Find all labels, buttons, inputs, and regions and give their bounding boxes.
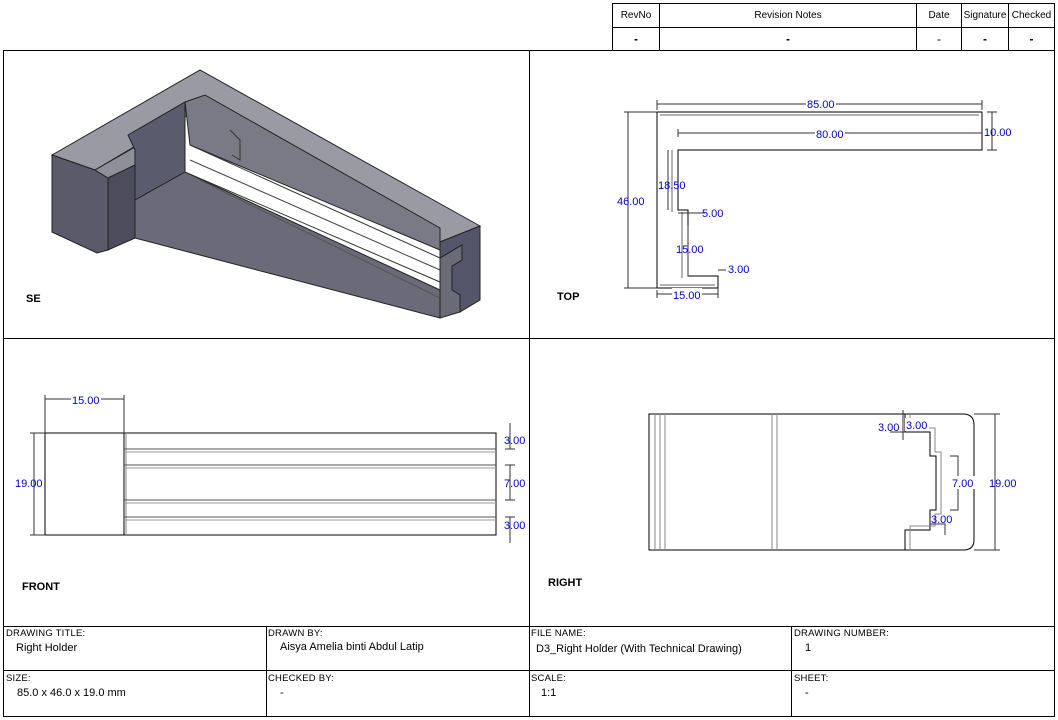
top-dim-10: 10.00: [984, 127, 1012, 139]
title-block-divider-2: [529, 626, 530, 717]
rev-value-notes: -: [660, 28, 917, 50]
rev-header-notes: Revision Notes: [660, 4, 917, 28]
top-dim-80: 80.00: [816, 129, 844, 141]
top-dim-15-horz: 15.00: [673, 290, 701, 302]
sheet-value: -: [805, 687, 809, 699]
front-dim-3-top: 3.00: [504, 435, 525, 447]
rev-header-signature: Signature: [962, 4, 1009, 28]
drawn-by: Aisya Amelia binti Abdul Latip: [280, 641, 424, 653]
front-dim-19: 19.00: [15, 478, 43, 490]
view-label-se: SE: [26, 293, 41, 305]
title-block-divider-3: [791, 626, 792, 717]
right-dim-3-top: 3.00: [906, 420, 927, 432]
top-dim-85: 85.00: [807, 99, 835, 111]
rev-header-revno: RevNo: [613, 4, 660, 28]
drawing-number-label: DRAWING NUMBER:: [794, 628, 890, 639]
file-name-label: FILE NAME:: [531, 628, 586, 639]
top-view-dimensions: 85.00 80.00 10.00 46.00 18.50 5.00 15.00…: [617, 97, 1012, 302]
drawn-by-label: DRAWN BY:: [268, 628, 323, 639]
front-view: [30, 395, 515, 543]
file-name: D3_Right Holder (With Technical Drawing): [536, 643, 742, 655]
right-dim-3-bottom: 3.00: [931, 514, 952, 526]
sheet-label: SHEET:: [794, 673, 829, 684]
view-label-top: TOP: [557, 291, 580, 303]
front-dim-15: 15.00: [72, 395, 100, 407]
view-label-right: RIGHT: [548, 577, 583, 589]
top-dim-5: 5.00: [702, 208, 723, 220]
rev-header-checked: Checked: [1009, 4, 1054, 28]
right-view: [648, 410, 1000, 551]
checked-by-label: CHECKED BY:: [268, 673, 335, 684]
scale-label: SCALE:: [531, 673, 566, 684]
title-block-divider-1: [266, 626, 267, 717]
size-label: SIZE:: [6, 673, 31, 684]
rev-header-date: Date: [917, 4, 962, 28]
checked-by: -: [280, 687, 284, 699]
rev-value-date: -: [917, 28, 962, 50]
front-dim-3-bottom: 3.00: [504, 520, 525, 532]
size-value: 85.0 x 46.0 x 19.0 mm: [17, 687, 126, 699]
right-dim-19: 19.00: [989, 478, 1017, 490]
rev-value-checked: -: [1029, 32, 1034, 46]
top-dim-18-5: 18.50: [658, 180, 686, 192]
view-label-front: FRONT: [22, 581, 60, 593]
top-view: [624, 100, 997, 298]
front-view-dimensions: 15.00 19.00 3.00 7.00 3.00: [15, 393, 525, 532]
top-dim-46: 46.00: [617, 196, 645, 208]
top-dim-15-vert: 15.00: [676, 244, 704, 256]
drawing-title-label: DRAWING TITLE:: [6, 628, 86, 639]
rev-value-revno: -: [613, 28, 660, 50]
scale-value: 1:1: [541, 687, 557, 699]
right-dim-7: 7.00: [952, 478, 973, 490]
drawing-title: Right Holder: [16, 642, 78, 654]
top-dim-3: 3.00: [728, 264, 749, 276]
view-divider-horizontal: [3, 338, 1055, 339]
front-dim-7: 7.00: [504, 478, 525, 490]
se-isometric-model: [50, 69, 482, 319]
right-dim-3-left: 3.00: [878, 422, 899, 434]
drawing-number: 1: [805, 642, 812, 654]
rev-value-signature: -: [962, 28, 1009, 50]
right-view-dimensions: 3.00 3.00 7.00 19.00 3.00: [878, 418, 1017, 526]
